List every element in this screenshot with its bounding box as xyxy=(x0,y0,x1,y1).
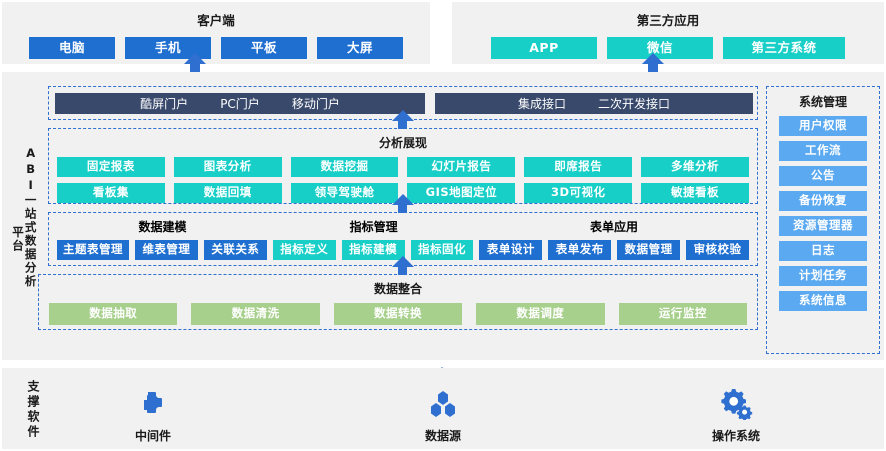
integration-item-data-transform[interactable]: 数据转换 xyxy=(333,303,463,325)
support-software-band: 支撑软件 中间件 数据源 xyxy=(2,368,884,449)
analysis-item-gis-map[interactable]: GIS地图定位 xyxy=(407,183,516,203)
analysis-row-1: 固定报表 图表分析 数据挖掘 幻灯片报告 即席报告 多维分析 xyxy=(49,157,757,177)
support-item-middleware-label: 中间件 xyxy=(134,429,171,443)
client-band: 客户端 电脑 手机 平板 大屏 xyxy=(2,2,430,64)
modeling-item-audit-verification[interactable]: 审核校验 xyxy=(686,240,750,260)
modeling-item-subject-table-mgmt[interactable]: 主题表管理 xyxy=(57,240,129,260)
integration-item-data-scheduling[interactable]: 数据调度 xyxy=(476,303,605,325)
integration-item-data-extraction[interactable]: 数据抽取 xyxy=(49,303,178,325)
portal-bar-left: 酷屏门户 PC门户 移动门户 xyxy=(55,93,425,114)
support-item-datasource[interactable]: 数据源 xyxy=(400,388,486,444)
hexagon-cluster-icon xyxy=(428,388,458,420)
platform-side-label-main: ABI一站式数据分析 xyxy=(23,145,38,289)
support-item-middleware[interactable]: 中间件 xyxy=(110,388,196,444)
sysmgmt-item-announcement[interactable]: 公告 xyxy=(779,166,867,186)
sysmgmt-item-log[interactable]: 日志 xyxy=(779,241,867,261)
analysis-item-multidim-analysis[interactable]: 多维分析 xyxy=(641,157,749,177)
client-band-title: 客户端 xyxy=(197,13,235,28)
analysis-row-2: 看板集 数据回填 领导驾驶舱 GIS地图定位 3D可视化 敏捷看板 xyxy=(49,183,757,203)
platform-side-label-secondary: 平台 xyxy=(11,225,25,253)
portal-item-kuping[interactable]: 酷屏门户 xyxy=(140,97,189,111)
system-management-item-list: 用户权限 工作流 公告 备份恢复 资源管理器 日志 计划任务 系统信息 xyxy=(767,110,879,311)
modeling-group-title-data-modeling: 数据建模 xyxy=(138,220,187,234)
client-item-list: 电脑 手机 平板 大屏 xyxy=(2,37,430,59)
third-party-band-title: 第三方应用 xyxy=(636,13,700,28)
client-item-tablet[interactable]: 平板 xyxy=(221,37,307,59)
portal-layer: 酷屏门户 PC门户 移动门户 集成接口 二次开发接口 xyxy=(48,86,758,120)
support-item-os-label: 操作系统 xyxy=(711,429,760,443)
modeling-item-indicator-modeling[interactable]: 指标建模 xyxy=(341,240,405,260)
analysis-layer: 分析展现 固定报表 图表分析 数据挖掘 幻灯片报告 即席报告 多维分析 看板集 … xyxy=(48,128,758,204)
modeling-item-data-management[interactable]: 数据管理 xyxy=(617,240,681,260)
analysis-item-data-mining[interactable]: 数据挖掘 xyxy=(290,157,399,177)
support-item-os[interactable]: 操作系统 xyxy=(690,388,782,444)
sysmgmt-item-scheduled-task[interactable]: 计划任务 xyxy=(779,266,867,286)
puzzle-piece-icon xyxy=(139,388,167,420)
third-party-item-external-system[interactable]: 第三方系统 xyxy=(723,37,845,59)
modeling-item-form-design[interactable]: 表单设计 xyxy=(479,240,543,260)
sysmgmt-item-resource-manager[interactable]: 资源管理器 xyxy=(779,216,867,236)
third-party-band: 第三方应用 APP 微信 第三方系统 xyxy=(452,2,884,64)
analysis-item-adhoc-report[interactable]: 即席报告 xyxy=(524,157,633,177)
client-item-large-screen[interactable]: 大屏 xyxy=(317,37,403,59)
analysis-item-3d-visualization[interactable]: 3D可视化 xyxy=(524,183,633,203)
modeling-item-indicator-definition[interactable]: 指标定义 xyxy=(272,240,336,260)
portal-item-mobile[interactable]: 移动门户 xyxy=(291,97,340,111)
integration-item-data-cleaning[interactable]: 数据清洗 xyxy=(191,303,320,325)
modeling-item-list: 主题表管理 维表管理 关联关系 指标定义 指标建模 指标固化 表单设计 表单发布… xyxy=(49,240,757,260)
integration-item-list: 数据抽取 数据清洗 数据转换 数据调度 运行监控 xyxy=(39,303,757,325)
integration-layer-title: 数据整合 xyxy=(373,282,422,296)
third-party-item-wechat[interactable]: 微信 xyxy=(607,37,713,59)
modeling-item-form-publish[interactable]: 表单发布 xyxy=(548,240,612,260)
modeling-layer: 数据建模 指标管理 表单应用 主题表管理 维表管理 关联关系 指标定义 指标建模… xyxy=(48,212,758,266)
third-party-item-list: APP 微信 第三方系统 xyxy=(452,37,884,59)
system-management-layer: 系统管理 用户权限 工作流 公告 备份恢复 资源管理器 日志 计划任务 系统信息 xyxy=(766,86,880,354)
analysis-item-dashboard-set[interactable]: 看板集 xyxy=(57,183,165,203)
analysis-item-agile-dashboard[interactable]: 敏捷看板 xyxy=(641,183,749,203)
analysis-item-fixed-report[interactable]: 固定报表 xyxy=(57,157,165,177)
modeling-layer-titles: 数据建模 指标管理 表单应用 xyxy=(49,218,757,235)
modeling-group-title-indicator-management: 指标管理 xyxy=(349,220,398,234)
modeling-group-title-form-application: 表单应用 xyxy=(590,220,639,234)
analysis-layer-title: 分析展现 xyxy=(378,136,427,150)
modeling-item-dimension-table-mgmt[interactable]: 维表管理 xyxy=(135,240,198,260)
integration-item-runtime-monitor[interactable]: 运行监控 xyxy=(618,303,748,325)
platform-side-label: ABI一站式数据分析 平台 xyxy=(6,112,42,322)
platform-container: ABI一站式数据分析 平台 酷屏门户 PC门户 移动门户 集成接口 二次开发接口… xyxy=(2,72,884,360)
portal-item-secondary-dev-api[interactable]: 二次开发接口 xyxy=(598,97,671,111)
analysis-item-leader-cockpit[interactable]: 领导驾驶舱 xyxy=(290,183,399,203)
modeling-item-relationship[interactable]: 关联关系 xyxy=(203,240,267,260)
sysmgmt-item-system-info[interactable]: 系统信息 xyxy=(779,291,867,311)
analysis-item-data-backfill[interactable]: 数据回填 xyxy=(173,183,282,203)
sysmgmt-item-workflow[interactable]: 工作流 xyxy=(779,141,867,161)
system-management-title: 系统管理 xyxy=(798,95,847,109)
modeling-item-indicator-solidify[interactable]: 指标固化 xyxy=(410,240,474,260)
support-item-datasource-label: 数据源 xyxy=(424,429,461,443)
integration-layer: 数据整合 数据抽取 数据清洗 数据转换 数据调度 运行监控 xyxy=(38,274,758,330)
portal-item-pc[interactable]: PC门户 xyxy=(220,97,260,111)
gears-icon xyxy=(719,388,753,420)
third-party-item-app[interactable]: APP xyxy=(491,37,597,59)
portal-bar-right: 集成接口 二次开发接口 xyxy=(435,93,753,114)
sysmgmt-item-backup-restore[interactable]: 备份恢复 xyxy=(779,191,867,211)
analysis-item-chart-analysis[interactable]: 图表分析 xyxy=(173,157,282,177)
sysmgmt-item-user-permission[interactable]: 用户权限 xyxy=(779,116,867,136)
analysis-item-slide-report[interactable]: 幻灯片报告 xyxy=(407,157,516,177)
client-item-desktop[interactable]: 电脑 xyxy=(29,37,115,59)
portal-item-integration-api[interactable]: 集成接口 xyxy=(517,97,566,111)
support-software-label: 支撑软件 xyxy=(26,380,40,440)
